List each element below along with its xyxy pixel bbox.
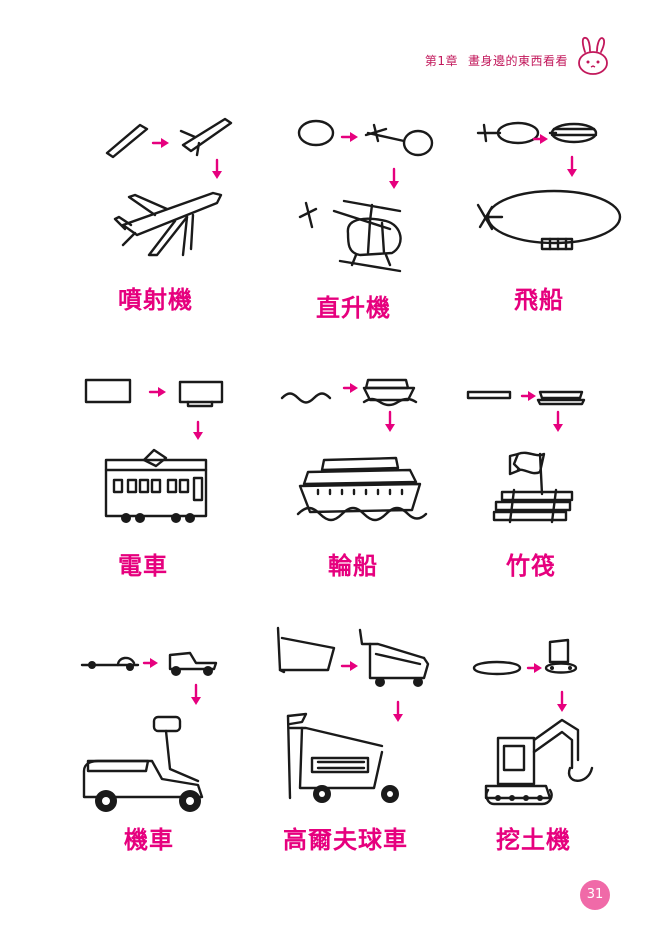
golf-cart-icon bbox=[276, 626, 430, 803]
airship-steps bbox=[470, 105, 650, 335]
tram-icon bbox=[84, 378, 224, 523]
label-tram: 電車 bbox=[118, 552, 168, 580]
chapter-title: 畫身邊的東西看看 bbox=[467, 54, 568, 68]
label-excavator: 挖土機 bbox=[496, 826, 571, 854]
scooter-icon bbox=[80, 651, 218, 812]
label-helicopter: 直升機 bbox=[316, 294, 391, 322]
bunny-icon bbox=[578, 36, 608, 75]
label-scooter: 機車 bbox=[124, 826, 174, 854]
label-raft: 竹筏 bbox=[506, 552, 556, 580]
chapter-header: 第1章畫身邊的東西看看 bbox=[415, 52, 568, 69]
helicopter-icon bbox=[297, 119, 434, 273]
tram-steps bbox=[80, 370, 260, 600]
page-number: 31 bbox=[580, 880, 610, 910]
label-golf-cart: 高爾夫球車 bbox=[283, 826, 408, 854]
raft-icon bbox=[466, 390, 586, 524]
scooter-steps bbox=[78, 625, 258, 855]
ship-steps bbox=[278, 370, 458, 600]
label-jet-plane: 噴射機 bbox=[118, 286, 193, 314]
airship-icon bbox=[476, 121, 622, 251]
label-ship: 輪船 bbox=[328, 552, 378, 580]
label-airship: 飛船 bbox=[514, 286, 564, 314]
jet-plane-steps bbox=[95, 105, 275, 335]
raft-steps bbox=[462, 370, 642, 600]
helicopter-steps bbox=[290, 105, 470, 335]
golf-cart-steps bbox=[272, 620, 452, 850]
excavator-steps bbox=[466, 628, 646, 858]
jet-plane-icon bbox=[105, 117, 233, 257]
chapter-number: 第1章 bbox=[424, 54, 458, 68]
ship-icon bbox=[280, 378, 428, 522]
excavator-icon bbox=[472, 638, 594, 806]
